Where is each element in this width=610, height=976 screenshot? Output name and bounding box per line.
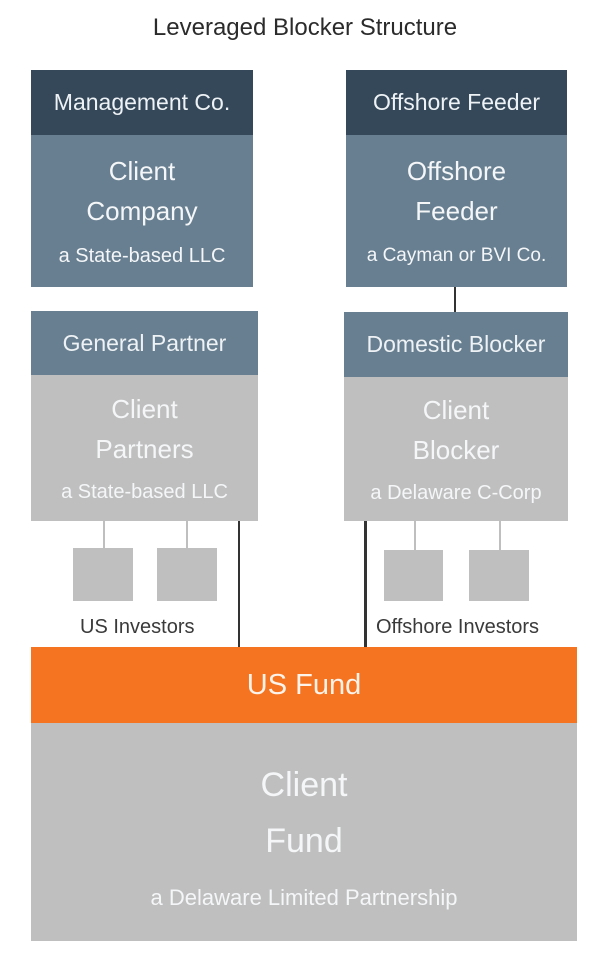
diagram-title: Leveraged Blocker Structure (152, 14, 458, 41)
connector-offshore-investor-2 (499, 521, 501, 550)
management-type: a State-based LLC (58, 245, 226, 267)
domestic-blocker-type: a Delaware C-Corp (370, 482, 542, 504)
general-partner-name-2: Partners (95, 434, 194, 464)
offshore-feeder-header: Offshore Feeder (346, 70, 567, 135)
us-fund-box: US Fund Client Fund a Delaware Limited P… (31, 647, 577, 941)
offshore-feeder-body: Offshore Feeder a Cayman or BVI Co. (346, 135, 567, 287)
offshore-investor-box-2 (469, 550, 529, 601)
connector-us-investor-1 (103, 521, 105, 548)
offshore-feeder-name-1: Offshore (406, 156, 507, 186)
client-fund-body: Client Fund a Delaware Limited Partnersh… (31, 723, 577, 941)
offshore-investor-box-1 (384, 550, 443, 601)
connector-gp-fund (238, 521, 240, 647)
management-name-1: Client (108, 156, 176, 186)
us-investor-box-2 (157, 548, 217, 601)
general-partner-box: General Partner Client Partners a State-… (31, 311, 258, 521)
management-name-2: Company (86, 196, 198, 226)
general-partner-type: a State-based LLC (61, 481, 228, 503)
general-partner-name-1: Client (111, 394, 178, 424)
offshore-feeder-name-2: Feeder (415, 196, 498, 226)
offshore-feeder-type: a Cayman or BVI Co. (366, 245, 547, 266)
domestic-blocker-name-2: Blocker (412, 435, 500, 465)
client-fund-type: a Delaware Limited Partnership (150, 885, 458, 910)
offshore-investors-label: Offshore Investors (376, 616, 540, 638)
client-fund-name-2: Fund (265, 822, 343, 860)
connector-feeder-blocker (454, 287, 456, 312)
domestic-blocker-body: Client Blocker a Delaware C-Corp (344, 377, 568, 521)
domestic-blocker-header: Domestic Blocker (344, 312, 568, 377)
management-body: Client Company a State-based LLC (31, 135, 253, 287)
connector-us-investor-2 (186, 521, 188, 548)
connector-blocker-fund (364, 521, 367, 647)
us-investor-box-1 (73, 548, 133, 601)
management-company-box: Management Co. Client Company a State-ba… (31, 70, 253, 287)
offshore-feeder-box: Offshore Feeder Offshore Feeder a Cayman… (346, 70, 567, 287)
general-partner-body: Client Partners a State-based LLC (31, 375, 258, 521)
us-investors-label: US Investors (80, 616, 195, 638)
us-fund-header: US Fund (31, 647, 577, 723)
management-header: Management Co. (31, 70, 253, 135)
connector-offshore-investor-1 (414, 521, 416, 550)
general-partner-header: General Partner (31, 311, 258, 375)
client-fund-name-1: Client (260, 766, 348, 804)
domestic-blocker-name-1: Client (422, 395, 490, 425)
domestic-blocker-box: Domestic Blocker Client Blocker a Delawa… (344, 312, 568, 521)
